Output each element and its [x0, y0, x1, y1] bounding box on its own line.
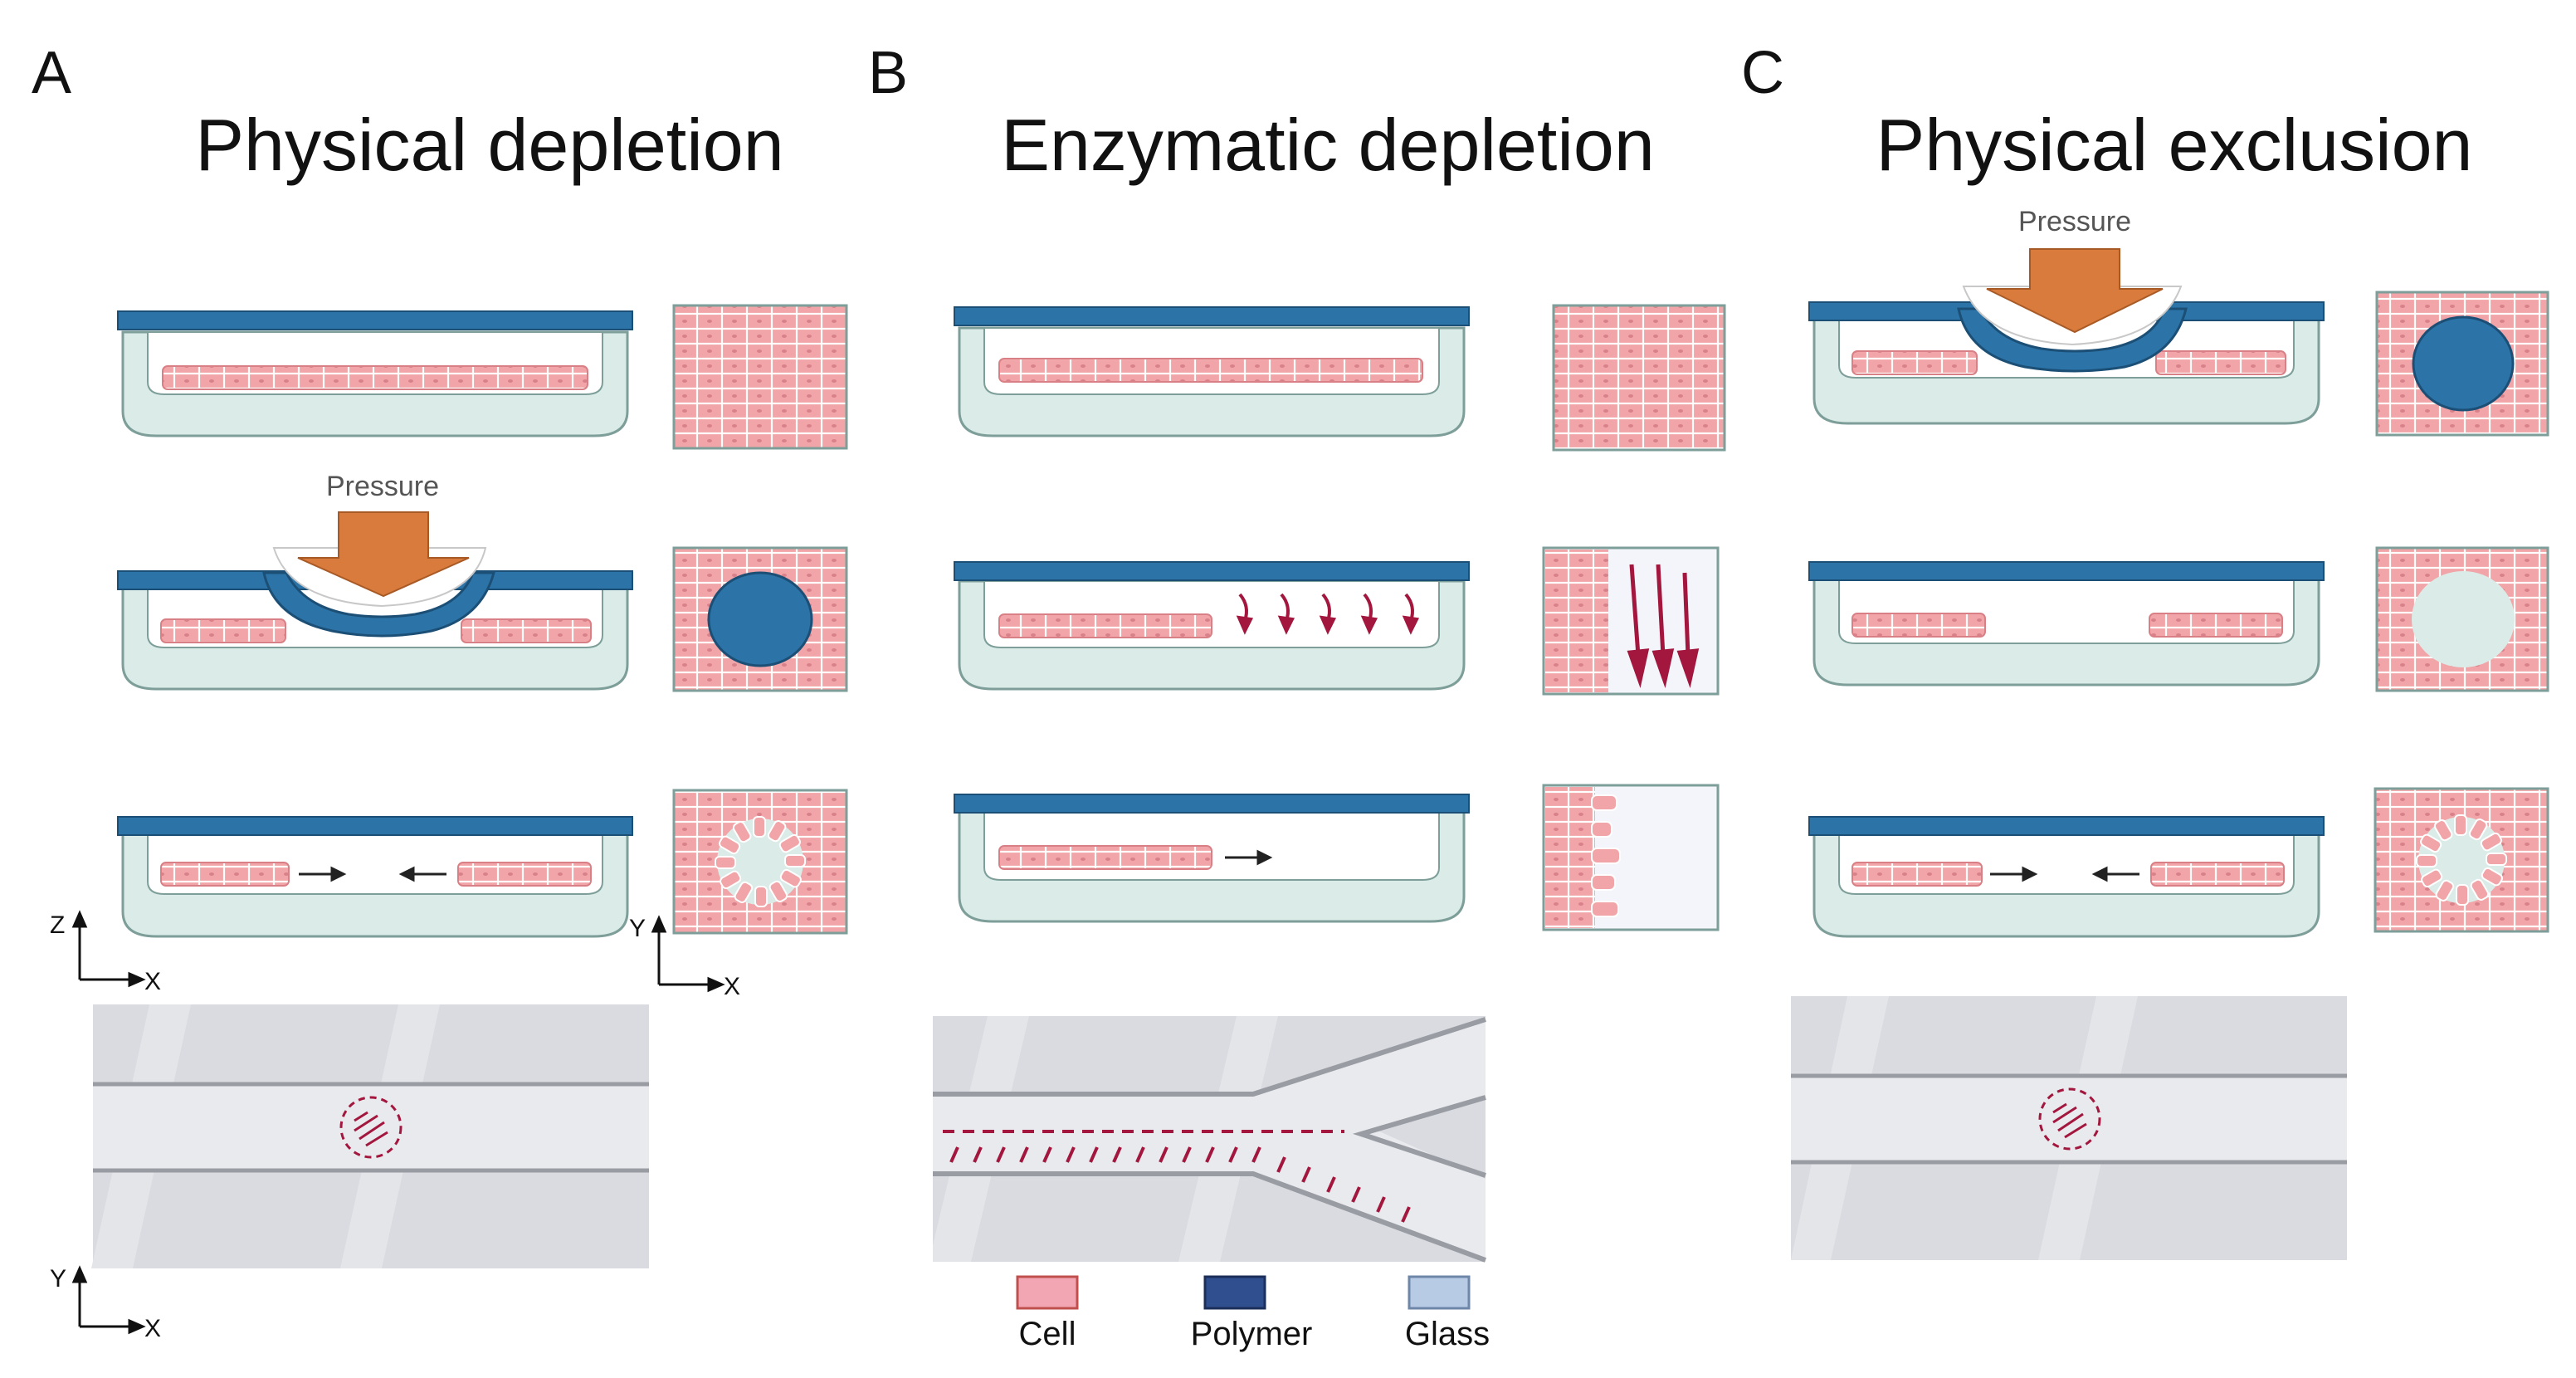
legend-swatch-glass — [1408, 1275, 1471, 1310]
cell-layer-left — [1852, 350, 1978, 375]
cell-layer-right — [457, 862, 592, 887]
legend-item-cell: Cell — [1016, 1275, 1079, 1352]
migration-arrows — [1990, 866, 2139, 882]
legend-item-glass: Glass — [1405, 1275, 1490, 1352]
panel-b-top-view-1 — [1552, 304, 1726, 452]
panel-c-channel — [1791, 996, 2347, 1260]
panel-a-side-view-3 — [117, 816, 633, 938]
legend: Cell Polymer Glass — [1016, 1275, 1490, 1352]
legend-label-cell: Cell — [1019, 1316, 1076, 1352]
axis-channel: Y X — [50, 1265, 161, 1342]
exclusion-zone — [2412, 571, 2515, 667]
axis-y-label: Y — [50, 1265, 66, 1292]
axis-side-view: Z X — [50, 910, 161, 995]
axis-x-label: X — [144, 1315, 161, 1342]
wound-gap — [2416, 814, 2507, 906]
depletion-zone — [339, 1096, 402, 1159]
polymer-plug — [1957, 307, 2188, 373]
panel-c-top-view-3 — [2374, 787, 2549, 933]
panel-c-side-view-1: Pressure — [1808, 206, 2325, 425]
migration-arrows — [299, 866, 446, 882]
cell-layer-left — [1852, 613, 1986, 638]
depletion-stripes — [949, 1146, 1411, 1223]
cell-layer-right — [2155, 350, 2286, 375]
migration-arrow — [1225, 849, 1273, 866]
panel-c-side-view-2 — [1808, 561, 2325, 687]
polymer-disk — [2412, 315, 2515, 412]
cell-layer-right — [461, 618, 592, 643]
panel-a-header: A Physical depletion — [32, 40, 784, 186]
axis-z-label: Z — [50, 911, 65, 939]
panel-b-top-view-2 — [1542, 546, 1720, 696]
panel-a-side-view-2: Pressure — [117, 471, 633, 691]
panel-a-channel — [91, 1004, 649, 1268]
axis-top-view: Y X — [629, 915, 740, 1000]
panel-b-side-view-3 — [954, 794, 1470, 923]
polymer-plug — [262, 571, 495, 638]
panel-b-letter: B — [868, 40, 908, 106]
panel-b-top-view-3 — [1542, 784, 1720, 931]
enzyme-arrows — [1236, 593, 1420, 635]
cell-layer-left — [1852, 862, 1983, 887]
cell-layer — [162, 365, 588, 390]
panel-a-title: Physical depletion — [195, 104, 783, 186]
legend-swatch-cell — [1016, 1275, 1079, 1310]
panel-b-side-view-1 — [954, 306, 1470, 437]
cell-layer — [998, 845, 1212, 870]
panel-a-top-view-3 — [672, 789, 848, 935]
panel-b-side-view-2 — [954, 561, 1470, 691]
panel-c-top-view-2 — [2375, 546, 2549, 692]
panel-a-letter: A — [32, 40, 71, 106]
exclusion-zone-marker — [2038, 1087, 2101, 1151]
panel-b-title: Enzymatic depletion — [1001, 104, 1655, 186]
cell-layer-left — [160, 862, 290, 887]
wound-gap — [715, 816, 806, 907]
pressure-arrow — [1986, 248, 2164, 334]
legend-label-glass: Glass — [1405, 1316, 1490, 1352]
cell-layer — [998, 358, 1423, 383]
panel-c-top-view-1 — [2375, 291, 2549, 437]
cell-layer-right — [2149, 613, 2283, 638]
axis-x-label: X — [724, 973, 740, 1000]
panel-b-header: B Enzymatic depletion — [868, 40, 1655, 186]
axis-x-label: X — [144, 968, 161, 995]
panel-c-letter: C — [1741, 40, 1784, 106]
cell-layer-left — [160, 618, 286, 643]
panel-c-side-view-3 — [1808, 816, 2325, 938]
panel-a-top-view-2 — [672, 546, 848, 692]
legend-item-polymer: Polymer — [1191, 1275, 1313, 1352]
panel-c-header: C Physical exclusion — [1741, 40, 2473, 186]
pressure-arrow — [297, 511, 470, 598]
axis-y-label: Y — [629, 915, 646, 942]
panel-c-pressure-label: Pressure — [2018, 206, 2131, 237]
panel-a-top-view-1 — [672, 304, 848, 450]
panel-c-title: Physical exclusion — [1876, 104, 2473, 186]
polymer-disk — [707, 571, 813, 667]
panel-a-pressure-label: Pressure — [326, 471, 439, 502]
cell-layer — [998, 613, 1212, 638]
panel-a-side-view-1 — [117, 310, 633, 437]
panel-b-channel — [933, 1016, 1487, 1263]
cell-layer-right — [2150, 862, 2285, 887]
enzyme-flow-arrows — [1627, 564, 1700, 689]
legend-label-polymer: Polymer — [1191, 1316, 1313, 1352]
legend-swatch-polymer — [1203, 1275, 1266, 1310]
